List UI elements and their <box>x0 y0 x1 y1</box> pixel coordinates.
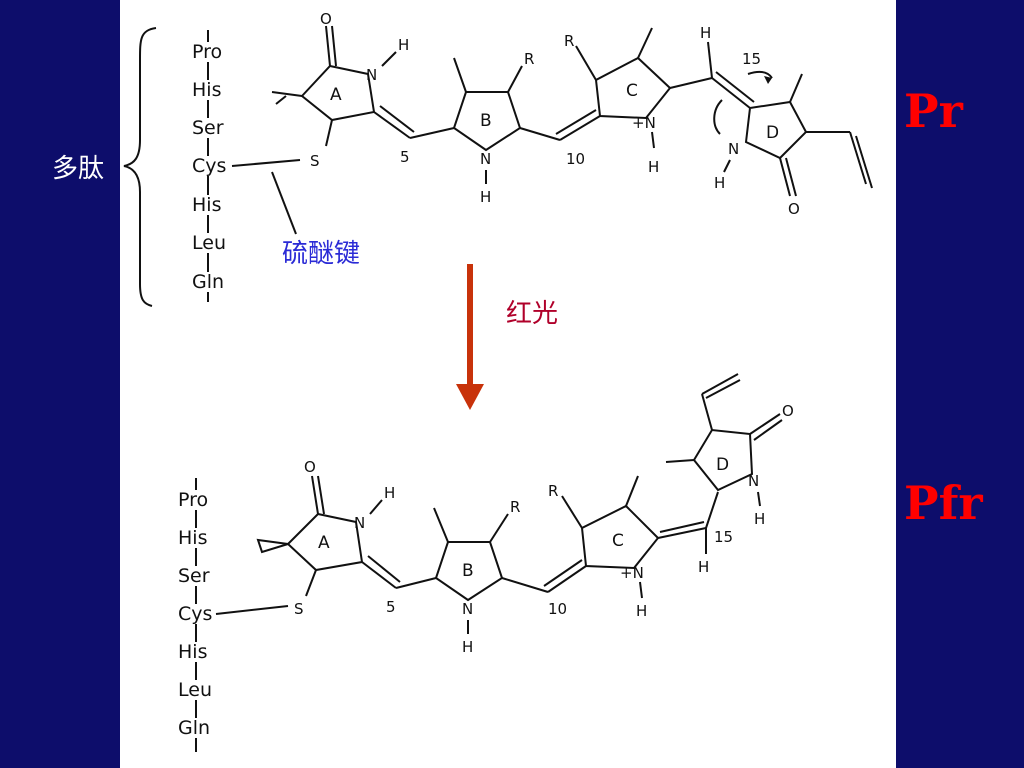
nitrogen-atom: N <box>354 514 365 532</box>
hydrogen-atom: H <box>754 510 765 528</box>
ring-d-label: D <box>766 123 779 143</box>
hydrogen-atom: H <box>714 174 725 192</box>
ring-b-label: B <box>480 111 492 131</box>
oxygen-atom: O <box>782 402 794 420</box>
ring-d <box>744 100 808 160</box>
position-10: 10 <box>548 600 567 618</box>
cys-sulfur-bond <box>231 159 301 167</box>
residue-his: His <box>192 79 221 101</box>
ring-b <box>434 541 504 602</box>
ring-b-label: B <box>462 561 474 581</box>
rotation-arc <box>713 99 723 135</box>
ring-c-label: C <box>626 81 638 101</box>
rotation-arrow <box>747 70 773 79</box>
sulfur-atom: S <box>294 600 304 618</box>
nitrogen-atom: N <box>728 140 739 158</box>
oxygen-atom: O <box>788 200 800 218</box>
substituent-r: R <box>510 498 520 516</box>
sulfur-atom: S <box>310 152 320 170</box>
residue-pro: Pro <box>192 41 222 63</box>
thioether-pointer <box>271 171 297 235</box>
hydrogen-atom: H <box>700 24 711 42</box>
ring-c <box>580 504 660 570</box>
residue-pro: Pro <box>178 489 208 511</box>
hydrogen-atom: H <box>462 638 473 656</box>
nitrogen-atom: N <box>462 600 473 618</box>
hydrogen-atom: H <box>636 602 647 620</box>
ring-c <box>594 56 672 120</box>
ring-a <box>300 64 376 122</box>
figure-panel <box>120 0 896 768</box>
ring-c-label: C <box>612 531 624 551</box>
hydrogen-atom: H <box>398 36 409 54</box>
residue-leu: Leu <box>192 232 226 254</box>
position-15: 15 <box>742 50 761 68</box>
substituent-r: R <box>524 50 534 68</box>
hydrogen-atom: H <box>698 558 709 576</box>
position-5: 5 <box>400 148 410 166</box>
red-light-arrow: 红光 <box>456 264 558 410</box>
residue-his: His <box>178 527 207 549</box>
pr-label: Pr <box>904 84 963 138</box>
substituent-r: R <box>548 482 558 500</box>
ring-a-label: A <box>318 533 330 553</box>
ring-d <box>692 428 754 492</box>
residue-ser: Ser <box>178 565 210 587</box>
oxygen-atom: O <box>304 458 316 476</box>
residue-gln: Gln <box>192 271 224 293</box>
hydrogen-atom: H <box>384 484 395 502</box>
hydrogen-atom: H <box>480 188 491 206</box>
hydrogen-atom: H <box>648 158 659 176</box>
ring-b <box>452 91 522 152</box>
residue-his: His <box>178 641 207 663</box>
residue-gln: Gln <box>178 717 210 739</box>
cyclopropyl-mark <box>256 538 289 554</box>
pr-structure: Pro His Ser Cys His Leu Gln Pro His Ser … <box>123 10 873 307</box>
residue-leu: Leu <box>178 679 212 701</box>
pfr-label: Pfr <box>904 476 983 530</box>
ring-a <box>286 512 364 572</box>
nitrogen-atom: N <box>480 150 491 168</box>
polypeptide-label: 多肽 <box>52 154 105 184</box>
thioether-bond-label: 硫醚键 <box>282 239 360 269</box>
n-plus-atom: +N <box>632 114 656 132</box>
pfr-structure: Pro His Ser Cys His Leu Gln O N H S A 5 <box>176 373 794 752</box>
residue-cys: Cys <box>178 603 212 625</box>
position-10: 10 <box>566 150 585 168</box>
nitrogen-atom: N <box>748 472 759 490</box>
oxygen-atom: O <box>320 10 332 28</box>
cys-sulfur-bond <box>215 605 289 615</box>
ring-a-label: A <box>330 85 342 105</box>
position-15: 15 <box>714 528 733 546</box>
residue-his: His <box>192 194 221 216</box>
n-plus-atom: +N <box>620 564 644 582</box>
polypeptide-brace <box>123 27 157 307</box>
nitrogen-atom: N <box>366 66 377 84</box>
residue-ser: Ser <box>192 117 224 139</box>
substituent-r: R <box>564 32 574 50</box>
position-5: 5 <box>386 598 396 616</box>
ring-d-label: D <box>716 455 729 475</box>
red-light-label: 红光 <box>506 299 558 329</box>
residue-cys: Cys <box>192 155 226 177</box>
